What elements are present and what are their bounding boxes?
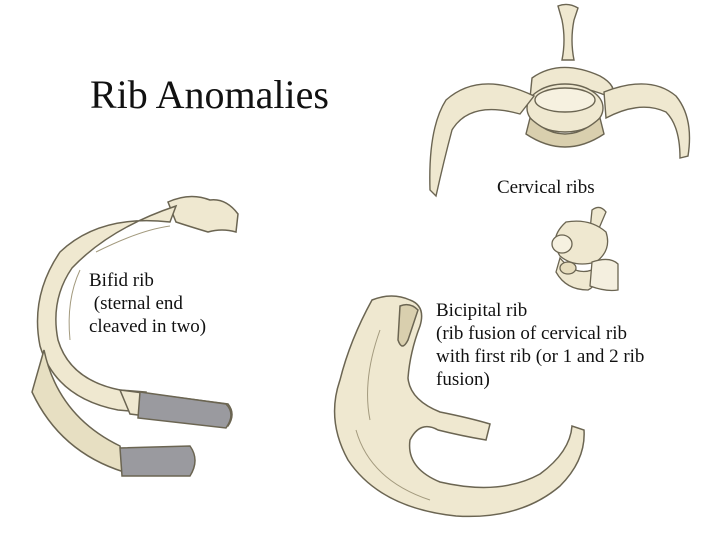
bifid-rib-label-line: Bifid rib: [89, 270, 154, 291]
bifid-rib-label: Bifid rib (sternal end cleaved in two): [89, 269, 206, 338]
cervical-ribs-label-line: Cervical ribs: [497, 177, 595, 198]
costal-cartilage-lower: [119, 445, 196, 477]
cervical-ribs-illustration: [429, 3, 691, 198]
bifid-rib-illustration: [31, 195, 239, 477]
spinous-process: [557, 3, 579, 61]
bicipital-rib-illustration: [333, 295, 585, 518]
bicipital-rib-label: Bicipital rib (rib fusion of cervical ri…: [436, 299, 644, 391]
bifid-rib-label-line: (sternal end: [89, 293, 183, 314]
bicipital-rib-label-line: (rib fusion of cervical rib: [436, 323, 627, 344]
cervical-rib-right: [603, 83, 691, 159]
bicipital-rib-label-line: Bicipital rib: [436, 300, 528, 321]
small-vertebra-illustration: [551, 206, 619, 292]
cervical-rib-left: [429, 83, 536, 198]
bicipital-rib-label-line: with first rib (or 1 and 2 rib: [436, 346, 645, 367]
slide-title: Rib Anomalies: [90, 72, 329, 117]
bifid-rib-label-line: cleaved in two): [89, 316, 207, 337]
cervical-ribs-label: Cervical ribs: [497, 176, 595, 199]
costal-cartilage-upper: [137, 391, 232, 429]
bicipital-rib-label-line: fusion): [436, 369, 490, 390]
